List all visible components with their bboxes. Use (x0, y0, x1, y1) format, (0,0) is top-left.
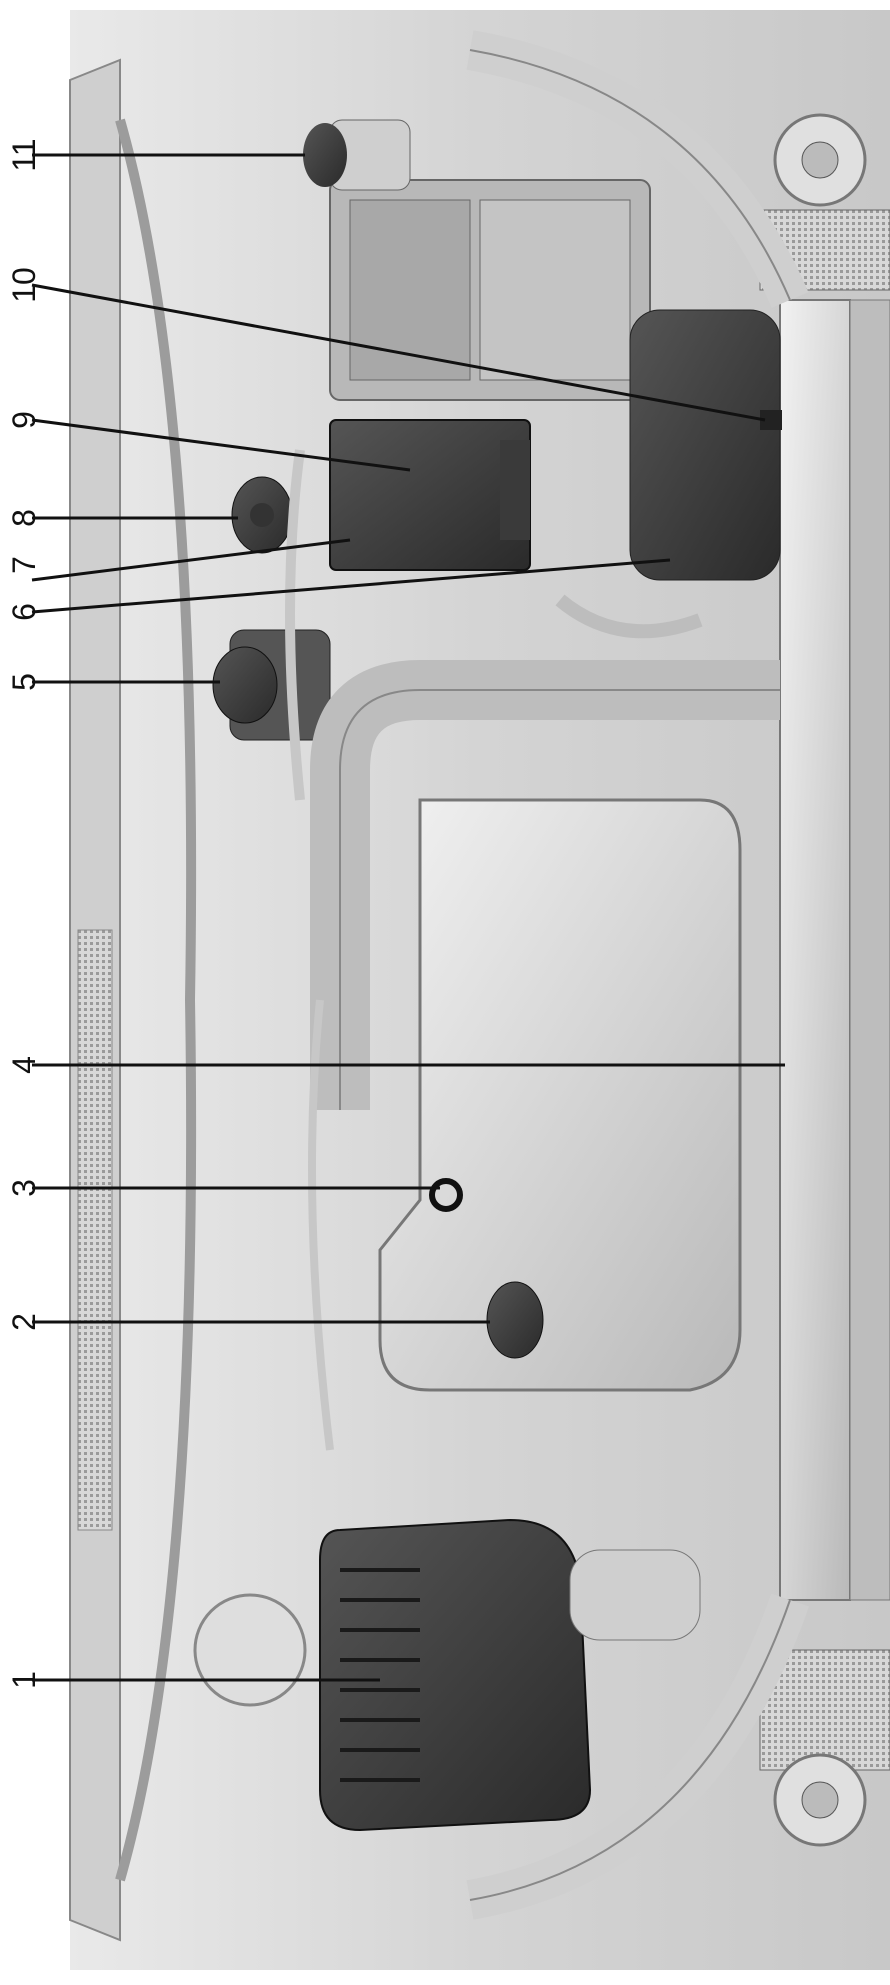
callout-11: 11 (4, 135, 44, 175)
brake-fluid-cap (303, 123, 347, 187)
left-grille (78, 930, 112, 1530)
callout-4: 4 (4, 1045, 44, 1085)
callout-9: 9 (4, 400, 44, 440)
washer-fluid-reservoir (630, 310, 780, 580)
callout-10: 10 (4, 265, 44, 305)
coolant-surge-tank-cap (213, 647, 277, 723)
callout-1: 1 (4, 1660, 44, 1700)
callout-2: 2 (4, 1302, 44, 1342)
engine-cover (380, 800, 740, 1390)
callout-3: 3 (4, 1168, 44, 1208)
radiator-support (780, 300, 850, 1600)
callout-8: 8 (4, 498, 44, 538)
intake-bellows (570, 1550, 700, 1640)
air-cleaner-filter (320, 1520, 590, 1830)
callout-7: 7 (4, 545, 44, 585)
engine-oil-fill-cap (487, 1282, 543, 1358)
callout-6: 6 (4, 592, 44, 632)
strut-tower-left-lower (195, 1595, 305, 1705)
callout-5: 5 (4, 662, 44, 702)
